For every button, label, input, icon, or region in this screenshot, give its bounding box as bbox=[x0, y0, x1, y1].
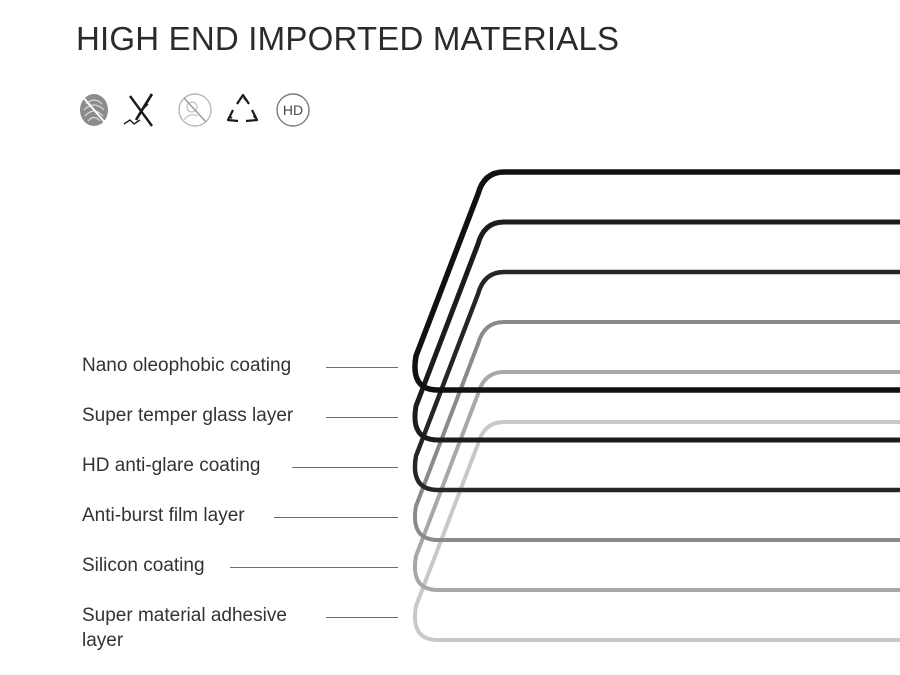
feature-icon-row: HD bbox=[76, 90, 316, 134]
layer-outline-1 bbox=[412, 169, 900, 393]
hd-icon: HD bbox=[276, 93, 310, 127]
anti-glare-icon bbox=[178, 93, 212, 127]
leader-line-6 bbox=[326, 617, 398, 618]
layer-outline-2 bbox=[412, 219, 900, 443]
layer-label-6: Super material adhesive layer bbox=[82, 605, 287, 651]
layer-label-5: Silicon coating bbox=[82, 555, 205, 576]
page-title: HIGH END IMPORTED MATERIALS bbox=[76, 20, 620, 57]
layer-outline-4 bbox=[413, 320, 900, 542]
leader-line-4 bbox=[274, 517, 398, 518]
layer-label-3: HD anti-glare coating bbox=[82, 455, 261, 476]
layer-outline-5 bbox=[413, 370, 900, 592]
recycle-icon bbox=[226, 93, 259, 123]
anti-scratch-icon bbox=[123, 93, 154, 127]
leader-line-2 bbox=[326, 417, 398, 418]
layer-outline-6 bbox=[413, 420, 900, 642]
layer-outline-3 bbox=[412, 269, 900, 493]
layer-label-1: Nano oleophobic coating bbox=[82, 355, 292, 376]
leader-line-3 bbox=[292, 467, 398, 468]
anti-fingerprint-icon bbox=[80, 94, 109, 127]
layer-label-2: Super temper glass layer bbox=[82, 405, 294, 426]
layer-label-4: Anti-burst film layer bbox=[82, 505, 245, 526]
leader-line-1 bbox=[326, 367, 398, 368]
leader-line-5 bbox=[230, 567, 398, 568]
hd-icon-text: HD bbox=[283, 102, 303, 118]
